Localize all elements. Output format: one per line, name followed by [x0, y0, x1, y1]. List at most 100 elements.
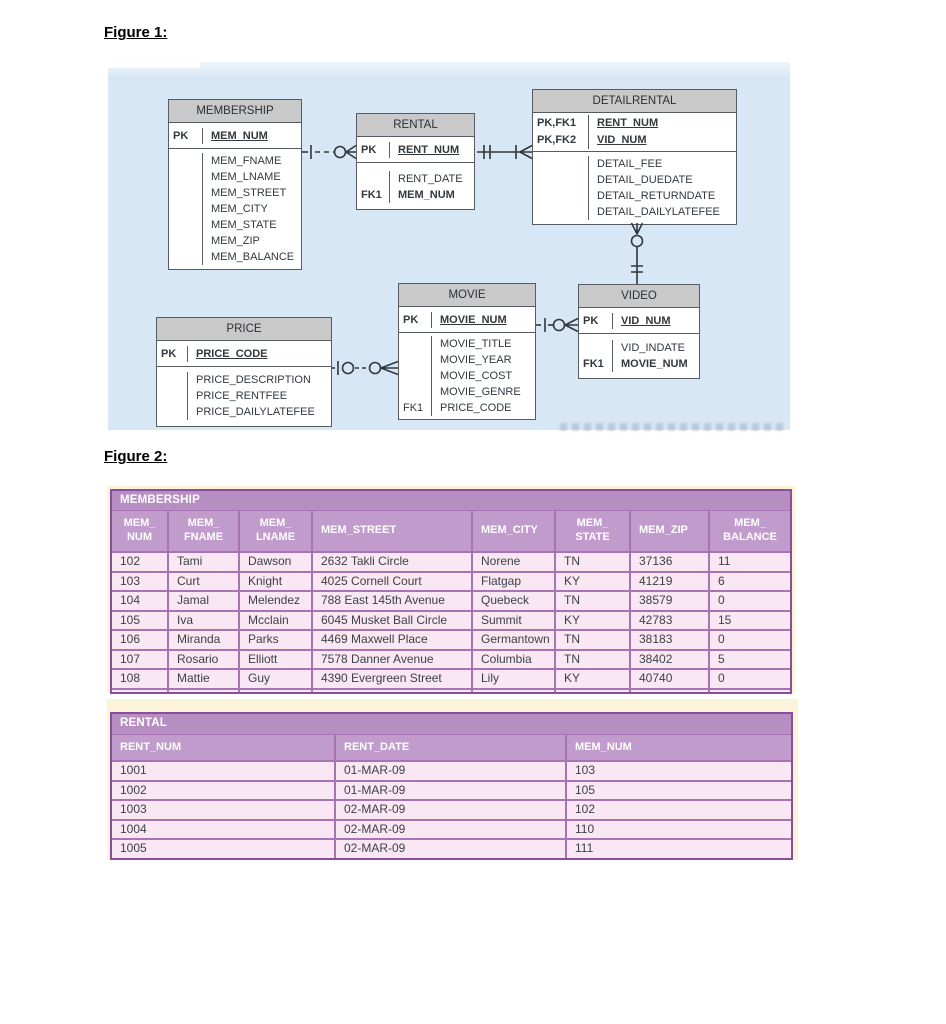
- entity-price: PRICE PK PRICE_CODE PRICE_DESCRIPTION PR…: [156, 317, 332, 427]
- table-row: 105 Iva Mcclain 6045 Musket Ball Circle …: [112, 609, 790, 629]
- cell: Knight: [238, 572, 311, 590]
- cell: 01-MAR-09: [334, 762, 565, 780]
- cell: 0: [708, 592, 790, 610]
- entity-title: DETAILRENTAL: [533, 90, 736, 113]
- relationship-membership-rental: [302, 144, 357, 160]
- attr: MEM_CITY: [211, 203, 268, 215]
- cell: 102: [120, 554, 141, 568]
- cell: Melendez: [238, 592, 311, 610]
- cell: 1005: [120, 841, 147, 855]
- cell: Mattie: [167, 670, 238, 688]
- cell: 1002: [120, 782, 147, 797]
- cell: Summit: [471, 611, 554, 629]
- cell: Norene: [471, 553, 554, 571]
- cardinality-zero-circle-icon: [630, 234, 644, 248]
- cell: Mcclain: [238, 611, 311, 629]
- crowfoot-many-icon: [564, 317, 579, 333]
- crowfoot-many-icon: [630, 222, 644, 235]
- cell: 1001: [120, 763, 147, 777]
- attr: MEM_LNAME: [211, 171, 281, 183]
- cell: KY: [554, 611, 629, 629]
- cell: Flatgap: [471, 572, 554, 590]
- cell: 104: [120, 593, 141, 607]
- column-header: MEM_ STATE: [554, 511, 629, 551]
- attr: MEM_ZIP: [211, 235, 260, 247]
- cell: 4469 Maxwell Place: [311, 631, 471, 649]
- figure1-heading: Figure 1:: [104, 24, 168, 41]
- table-row: 106 Miranda Parks 4469 Maxwell Place Ger…: [112, 629, 790, 649]
- attr-section: FK1 RENT_DATE MEM_NUM: [357, 163, 474, 209]
- rental-table-background: RENTAL RENT_NUM RENT_DATE MEM_NUM 1001 0…: [107, 699, 798, 860]
- attr-section: PRICE_DESCRIPTION PRICE_RENTFEE PRICE_DA…: [157, 367, 331, 426]
- cardinality-zero-circle-icon: [341, 361, 355, 375]
- entity-title: MEMBERSHIP: [169, 100, 301, 123]
- cell: 0: [708, 631, 790, 649]
- relationship-price-movie: [332, 360, 399, 376]
- column-header: MEM_ LNAME: [238, 511, 311, 551]
- cell: 107: [120, 651, 141, 666]
- figure2-heading: Figure 2:: [104, 448, 168, 465]
- column-header: MEM_CITY: [471, 511, 554, 551]
- rental-table: RENTAL RENT_NUM RENT_DATE MEM_NUM 1001 0…: [110, 712, 793, 860]
- attr: MOVIE_TITLE: [440, 338, 512, 350]
- column-header: MEM_ZIP: [629, 511, 708, 551]
- cell: Dawson: [238, 553, 311, 571]
- cell: 103: [565, 762, 791, 780]
- cell: Iva: [167, 611, 238, 629]
- crowfoot-many-icon: [345, 144, 357, 160]
- cell: 7578 Danner Avenue: [311, 650, 471, 668]
- fk-attr: PRICE_CODE: [440, 402, 512, 414]
- cardinality-one-ticks-icon: [631, 265, 643, 273]
- attr-section: FK1 MOVIE_TITLE MOVIE_YEAR MOVIE_COST MO…: [399, 333, 535, 419]
- attr: MEM_STREET: [211, 187, 287, 199]
- cell: 4390 Evergreen Street: [311, 670, 471, 688]
- table-row: 104 Jamal Melendez 788 East 145th Avenue…: [112, 590, 790, 610]
- cell: 02-MAR-09: [334, 840, 565, 858]
- cell: Columbia: [471, 650, 554, 668]
- table-row: 103 Curt Knight 4025 Cornell Court Flatg…: [112, 570, 790, 590]
- cell: 42783: [629, 611, 708, 629]
- pk-section: PK MEM_NUM: [169, 123, 301, 149]
- table-row: 102 Tami Dawson 2632 Takli Circle Norene…: [112, 551, 790, 571]
- cell: TN: [554, 631, 629, 649]
- entity-title: MOVIE: [399, 284, 535, 307]
- table-header-row: RENT_NUM RENT_DATE MEM_NUM: [112, 734, 791, 760]
- cell: Curt: [167, 572, 238, 590]
- cropped-caption-smudge: [560, 423, 788, 431]
- column-header: MEM_ BALANCE: [708, 511, 790, 551]
- cell: TN: [554, 592, 629, 610]
- cell: 15: [708, 611, 790, 629]
- table-row: 1001 01-MAR-09 103: [112, 760, 791, 780]
- entity-detailrental: DETAILRENTAL PK,FK1 PK,FK2 RENT_NUM VID_…: [532, 89, 737, 225]
- attr-section: FK1 VID_INDATE MOVIE_NUM: [579, 334, 699, 378]
- pk-section: PK RENT_NUM: [357, 137, 474, 163]
- cell: 38579: [629, 592, 708, 610]
- membership-table: MEMBERSHIP MEM_ NUM MEM_ FNAME MEM_ LNAM…: [110, 489, 792, 694]
- cut-off-row: [112, 857, 791, 858]
- attr: MEM_FNAME: [211, 155, 282, 167]
- fk-attr: MEM_NUM: [398, 189, 455, 201]
- cell: 4025 Cornell Court: [311, 572, 471, 590]
- attr: VID_INDATE: [621, 342, 685, 354]
- column-header: MEM_ NUM: [123, 517, 156, 543]
- attr: MOVIE_COST: [440, 370, 513, 382]
- cell: 0: [708, 670, 790, 688]
- attr: RENT_DATE: [398, 173, 463, 185]
- cell: 38183: [629, 631, 708, 649]
- cell: 40740: [629, 670, 708, 688]
- cell: 41219: [629, 572, 708, 590]
- cell: TN: [554, 650, 629, 668]
- table-title: RENTAL: [112, 714, 791, 734]
- cell: Germantown: [471, 631, 554, 649]
- attr: PRICE_DESCRIPTION: [196, 374, 311, 386]
- attr: MOVIE_YEAR: [440, 354, 512, 366]
- entity-movie: MOVIE PK MOVIE_NUM FK1 MOVIE_TITLE MOVIE…: [398, 283, 536, 420]
- fk-label: FK1: [583, 358, 604, 370]
- table-row: 1003 02-MAR-09 102: [112, 799, 791, 819]
- cell: 1004: [120, 821, 147, 836]
- cell: 108: [120, 671, 141, 685]
- cell: 103: [120, 573, 141, 588]
- cell: Rosario: [167, 650, 238, 668]
- table-row: 1005 02-MAR-09 111: [112, 838, 791, 858]
